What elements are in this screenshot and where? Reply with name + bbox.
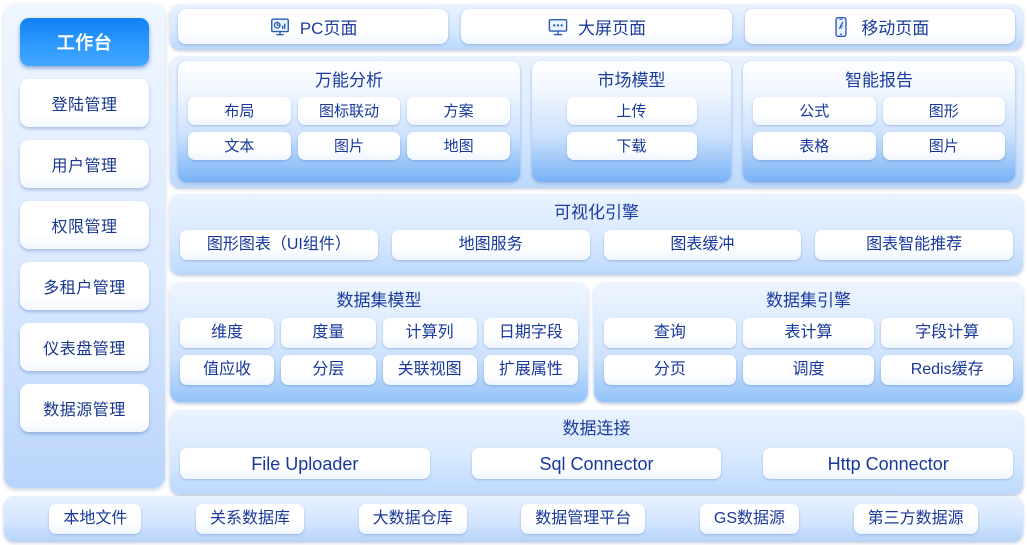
sidebar-item-multi-tenant-management[interactable]: 多租户管理 (20, 262, 149, 310)
chip-extended-attribute[interactable]: 扩展属性 (483, 355, 578, 385)
chip-value-receivable[interactable]: 值应收 (180, 355, 275, 385)
panel-title: 万能分析 (315, 71, 383, 90)
chip-image[interactable]: 图片 (297, 132, 401, 160)
chip-third-party-datasource[interactable]: 第三方数据源 (853, 503, 978, 534)
panel-intelligent-report: 智能报告 公式 图形 表格 图片 (743, 61, 1015, 182)
panel-chip-grid: 公式 图形 表格 图片 (753, 97, 1005, 160)
sidebar-item-label: 工作台 (56, 33, 113, 53)
chip-calculated-column[interactable]: 计算列 (382, 318, 477, 348)
sidebar-item-label: 多租户管理 (43, 280, 126, 297)
chip-related-view[interactable]: 关联视图 (382, 355, 477, 385)
chip-dimension[interactable]: 维度 (180, 318, 275, 348)
dataset-model-chip-grid: 维度 度量 计算列 日期字段 值应收 分层 关联视图 扩展属性 (180, 318, 578, 385)
chip-pagination[interactable]: 分页 (604, 355, 736, 385)
chip-sql-connector[interactable]: Sql Connector (471, 448, 722, 479)
chip-measure[interactable]: 度量 (281, 318, 376, 348)
device-tabs-bar: PC页面 大屏页面 (170, 4, 1023, 49)
chip-table-calculation[interactable]: 表计算 (742, 318, 875, 348)
tab-label: 大屏页面 (577, 19, 646, 38)
sidebar-item-datasource-management[interactable]: 数据源管理 (20, 384, 149, 432)
chip-download[interactable]: 下载 (566, 132, 697, 160)
dataset-engine-chip-grid: 查询 表计算 字段计算 分页 调度 Redis缓存 (604, 318, 1013, 385)
chip-map[interactable]: 地图 (407, 132, 510, 160)
chip-relational-database[interactable]: 关系数据库 (195, 503, 304, 534)
chip-http-connector[interactable]: Http Connector (763, 448, 1014, 479)
chip-table[interactable]: 表格 (753, 132, 876, 160)
dataset-row: 数据集模型 维度 度量 计算列 日期字段 值应收 分层 关联视图 扩展属性 数据… (170, 282, 1023, 402)
modules-bar: 万能分析 布局 图标联动 方案 文本 图片 地图 市场模型 上传 下载 智能 (170, 56, 1023, 187)
chip-icon-linkage[interactable]: 图标联动 (297, 97, 401, 125)
tab-pc-page[interactable]: PC页面 (178, 9, 449, 44)
chip-field-calculation[interactable]: 字段计算 (881, 318, 1013, 348)
sidebar-item-user-management[interactable]: 用户管理 (20, 140, 149, 188)
data-sources-bar: 本地文件 关系数据库 大数据仓库 数据管理平台 GS数据源 第三方数据源 (4, 496, 1023, 541)
pc-monitor-icon (269, 16, 291, 38)
panel-dataset-model: 数据集模型 维度 度量 计算列 日期字段 值应收 分层 关联视图 扩展属性 (170, 282, 588, 402)
chip-file-uploader[interactable]: File Uploader (180, 448, 430, 479)
chip-local-file[interactable]: 本地文件 (49, 503, 142, 534)
chip-scheme[interactable]: 方案 (407, 97, 510, 125)
chip-text[interactable]: 文本 (188, 132, 291, 160)
sidebar: 工作台 登陆管理 用户管理 权限管理 多租户管理 仪表盘管理 数据源管理 (4, 4, 165, 488)
sidebar-item-label: 仪表盘管理 (43, 341, 126, 358)
visualization-chip-row: 图形图表（UI组件） 地图服务 图表缓冲 图表智能推荐 (180, 230, 1013, 260)
main-content: PC页面 大屏页面 (170, 4, 1023, 494)
panel-dataset-engine: 数据集引擎 查询 表计算 字段计算 分页 调度 Redis缓存 (594, 282, 1023, 402)
tab-label: PC页面 (299, 19, 358, 38)
chip-chart-ui-components[interactable]: 图形图表（UI组件） (180, 230, 378, 260)
visualization-engine-bar: 可视化引擎 图形图表（UI组件） 地图服务 图表缓冲 图表智能推荐 (170, 194, 1023, 274)
panel-universal-analysis: 万能分析 布局 图标联动 方案 文本 图片 地图 (178, 61, 520, 182)
panel-title: 市场模型 (597, 71, 666, 90)
panel-market-model: 市场模型 上传 下载 (532, 61, 731, 182)
chip-date-field[interactable]: 日期字段 (483, 318, 578, 348)
sidebar-item-label: 数据源管理 (43, 402, 126, 419)
tab-mobile-page[interactable]: 移动页面 (744, 9, 1015, 44)
chip-redis-cache[interactable]: Redis缓存 (881, 355, 1013, 385)
sidebar-item-dashboard-management[interactable]: 仪表盘管理 (20, 323, 149, 371)
sidebar-item-permission-management[interactable]: 权限管理 (20, 201, 149, 249)
chip-layout[interactable]: 布局 (188, 97, 291, 125)
chip-chart-buffer[interactable]: 图表缓冲 (603, 230, 802, 260)
tab-large-screen-page[interactable]: 大屏页面 (461, 9, 732, 44)
data-connection-bar: 数据连接 File Uploader Sql Connector Http Co… (170, 410, 1023, 494)
section-title: 数据集模型 (336, 291, 422, 310)
panel-chip-grid: 布局 图标联动 方案 文本 图片 地图 (188, 97, 510, 160)
chip-chart-recommendation[interactable]: 图表智能推荐 (815, 230, 1013, 260)
chip-big-data-warehouse[interactable]: 大数据仓库 (358, 503, 467, 534)
sidebar-item-workbench[interactable]: 工作台 (20, 18, 149, 66)
chip-image[interactable]: 图片 (882, 132, 1005, 160)
data-connection-chip-row: File Uploader Sql Connector Http Connect… (180, 448, 1014, 479)
chip-hierarchy[interactable]: 分层 (281, 355, 376, 385)
chip-formula[interactable]: 公式 (753, 97, 876, 125)
chip-map-service[interactable]: 地图服务 (391, 230, 590, 260)
sidebar-item-label: 登陆管理 (51, 97, 118, 114)
chip-graphic[interactable]: 图形 (882, 97, 1005, 125)
panel-chip-grid: 上传 下载 (566, 97, 697, 160)
tab-label: 移动页面 (861, 19, 930, 38)
chip-scheduling[interactable]: 调度 (742, 355, 875, 385)
section-title: 数据集引擎 (766, 291, 851, 310)
section-title: 可视化引擎 (554, 203, 639, 222)
sidebar-item-login-management[interactable]: 登陆管理 (20, 79, 149, 127)
chip-data-management-platform[interactable]: 数据管理平台 (521, 503, 646, 534)
chip-upload[interactable]: 上传 (566, 97, 697, 125)
sidebar-item-label: 权限管理 (51, 219, 118, 236)
panel-title: 智能报告 (845, 71, 913, 90)
section-title: 数据连接 (562, 419, 631, 438)
sidebar-item-label: 用户管理 (51, 158, 118, 175)
chip-query[interactable]: 查询 (604, 318, 736, 348)
large-screen-icon (547, 16, 569, 38)
chip-gs-datasource[interactable]: GS数据源 (699, 503, 799, 534)
mobile-phone-icon (830, 16, 852, 38)
